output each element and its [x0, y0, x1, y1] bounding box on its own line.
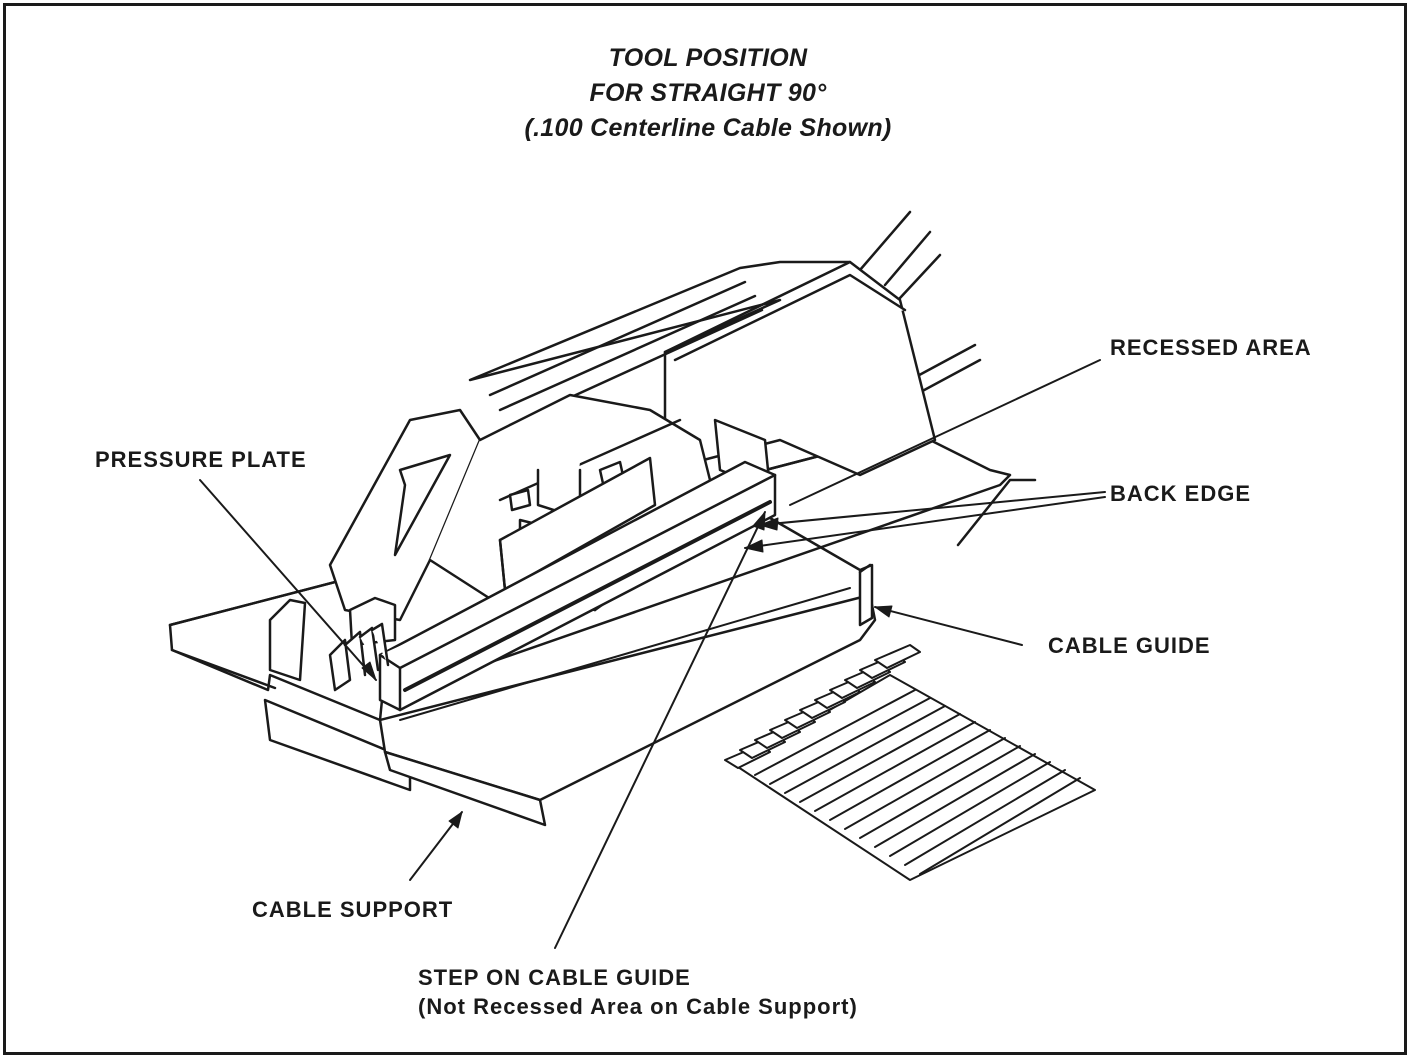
leader-back-edge-lower — [744, 496, 1106, 549]
figure-title-line1: TOOL POSITION — [608, 44, 808, 72]
label-recessed-area: RECESSED AREA — [1110, 335, 1312, 360]
label-cable-support: CABLE SUPPORT — [252, 897, 454, 922]
arrow-pressure-plate — [361, 661, 377, 681]
label-cable-guide: CABLE GUIDE — [1048, 633, 1211, 658]
tool-cable-support — [263, 587, 877, 827]
leader-pressure-plate — [199, 479, 377, 681]
tool-rack-teeth — [268, 596, 397, 692]
leader-recessed-area — [789, 359, 1101, 506]
figure-title-line3: (.100 Centerline Cable Shown) — [524, 114, 892, 142]
tool-pressure-plate — [378, 456, 777, 712]
leader-back-edge-upper — [759, 491, 1106, 526]
ribbon-cable — [734, 674, 1096, 881]
label-pressure-plate: PRESSURE PLATE — [95, 447, 307, 472]
arrow-cable-guide — [874, 605, 893, 618]
label-step-note: (Not Recessed Area on Cable Support) — [418, 994, 858, 1019]
leader-lines — [199, 359, 1106, 949]
leader-step-on-cable-guide — [554, 511, 766, 949]
arrow-back-edge-lower — [744, 539, 764, 553]
cable-contacts — [724, 644, 921, 769]
arrow-back-edge-upper — [759, 517, 779, 531]
label-step-on-cable-guide: STEP ON CABLE GUIDE — [418, 965, 691, 990]
tool-handle-rails — [858, 210, 982, 397]
label-back-edge: BACK EDGE — [1110, 481, 1252, 506]
figure-frame — [3, 3, 1407, 1055]
leader-cable-guide — [874, 606, 1023, 646]
arrow-step-on-cable-guide — [752, 511, 766, 531]
arrow-cable-support — [448, 811, 463, 829]
figure-title-line2: FOR STRAIGHT 90° — [589, 79, 827, 107]
leader-arrowheads — [361, 511, 893, 829]
